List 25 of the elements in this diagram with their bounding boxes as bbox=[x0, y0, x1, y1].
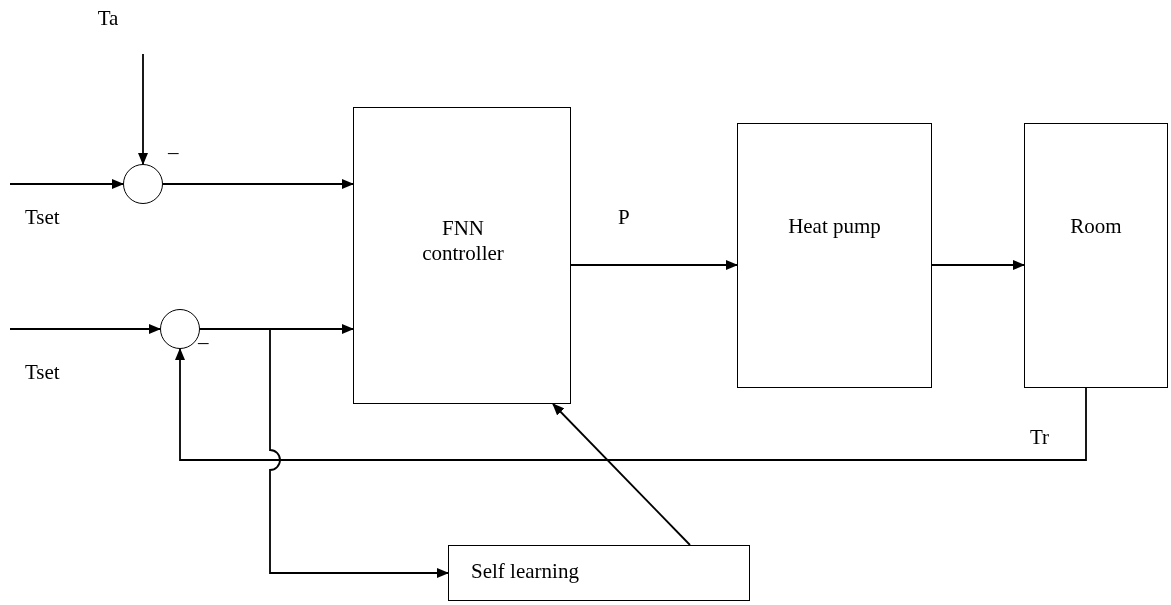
arrow bbox=[931, 260, 1025, 270]
box-label: Heat pump bbox=[787, 214, 882, 239]
box-label: Room bbox=[1069, 214, 1123, 239]
edge-label: Tr bbox=[1030, 425, 1050, 450]
edge-label: P bbox=[618, 205, 630, 230]
box-label: Ta bbox=[96, 6, 120, 31]
arrow bbox=[552, 403, 691, 546]
summing-junction bbox=[123, 164, 163, 204]
input-label: Tset bbox=[25, 360, 60, 385]
arrow bbox=[9, 179, 124, 189]
arrow bbox=[9, 324, 161, 334]
input-label: Tset bbox=[25, 205, 60, 230]
box-label: FNN controller bbox=[421, 216, 505, 266]
summing-junction bbox=[160, 309, 200, 349]
arrow bbox=[175, 348, 1087, 461]
process-box bbox=[353, 107, 571, 404]
arrow bbox=[162, 179, 354, 189]
process-box bbox=[737, 123, 932, 388]
process-box bbox=[1024, 123, 1168, 388]
process-box bbox=[448, 545, 750, 601]
arrow bbox=[570, 260, 738, 270]
box-label: Self learning bbox=[471, 559, 579, 584]
arrow bbox=[138, 53, 148, 165]
minus-sign: – bbox=[168, 140, 179, 165]
minus-sign: – bbox=[198, 330, 209, 355]
